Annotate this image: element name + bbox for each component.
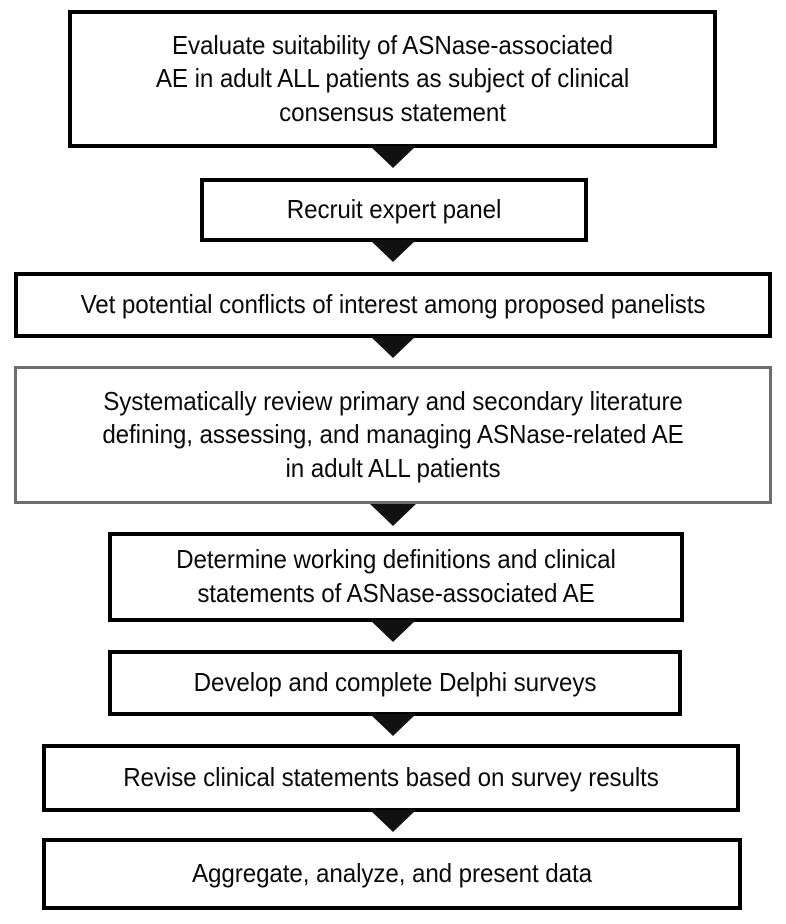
flow-node-label: Develop and complete Delphi surveys bbox=[193, 667, 597, 698]
flow-arrow-4-to-5 bbox=[370, 504, 416, 526]
flow-node-revise-clinical-statements: Revise clinical statements based on surv… bbox=[42, 744, 740, 812]
flow-node-label: Recruit expert panel bbox=[286, 194, 502, 225]
flow-node-label: Revise clinical statements based on surv… bbox=[123, 762, 659, 793]
flow-arrow-6-to-7 bbox=[370, 714, 416, 736]
flow-node-recruit-expert-panel: Recruit expert panel bbox=[200, 178, 588, 242]
flow-node-label: Evaluate suitability of ASNase-associate… bbox=[155, 29, 630, 127]
flow-node-label: Aggregate, analyze, and present data bbox=[192, 858, 592, 889]
flow-node-label: Systematically review primary and second… bbox=[102, 385, 684, 483]
flow-node-develop-delphi-surveys: Develop and complete Delphi surveys bbox=[108, 650, 682, 716]
flow-node-label: Determine working definitions and clinic… bbox=[176, 544, 616, 608]
flow-arrow-5-to-6 bbox=[370, 620, 416, 642]
flow-node-determine-working-definitions: Determine working definitions and clinic… bbox=[108, 532, 684, 622]
flow-node-vet-conflicts-of-interest: Vet potential conflicts of interest amon… bbox=[14, 272, 772, 338]
flow-node-systematic-literature-review: Systematically review primary and second… bbox=[14, 366, 772, 504]
flow-node-aggregate-analyze-present: Aggregate, analyze, and present data bbox=[42, 838, 742, 910]
flow-node-evaluate-suitability: Evaluate suitability of ASNase-associate… bbox=[68, 10, 717, 148]
flow-arrow-3-to-4 bbox=[370, 336, 416, 358]
flow-node-label: Vet potential conflicts of interest amon… bbox=[80, 289, 706, 320]
flow-arrow-2-to-3 bbox=[370, 240, 416, 262]
flow-arrow-7-to-8 bbox=[370, 810, 416, 832]
flow-arrow-1-to-2 bbox=[370, 146, 416, 168]
